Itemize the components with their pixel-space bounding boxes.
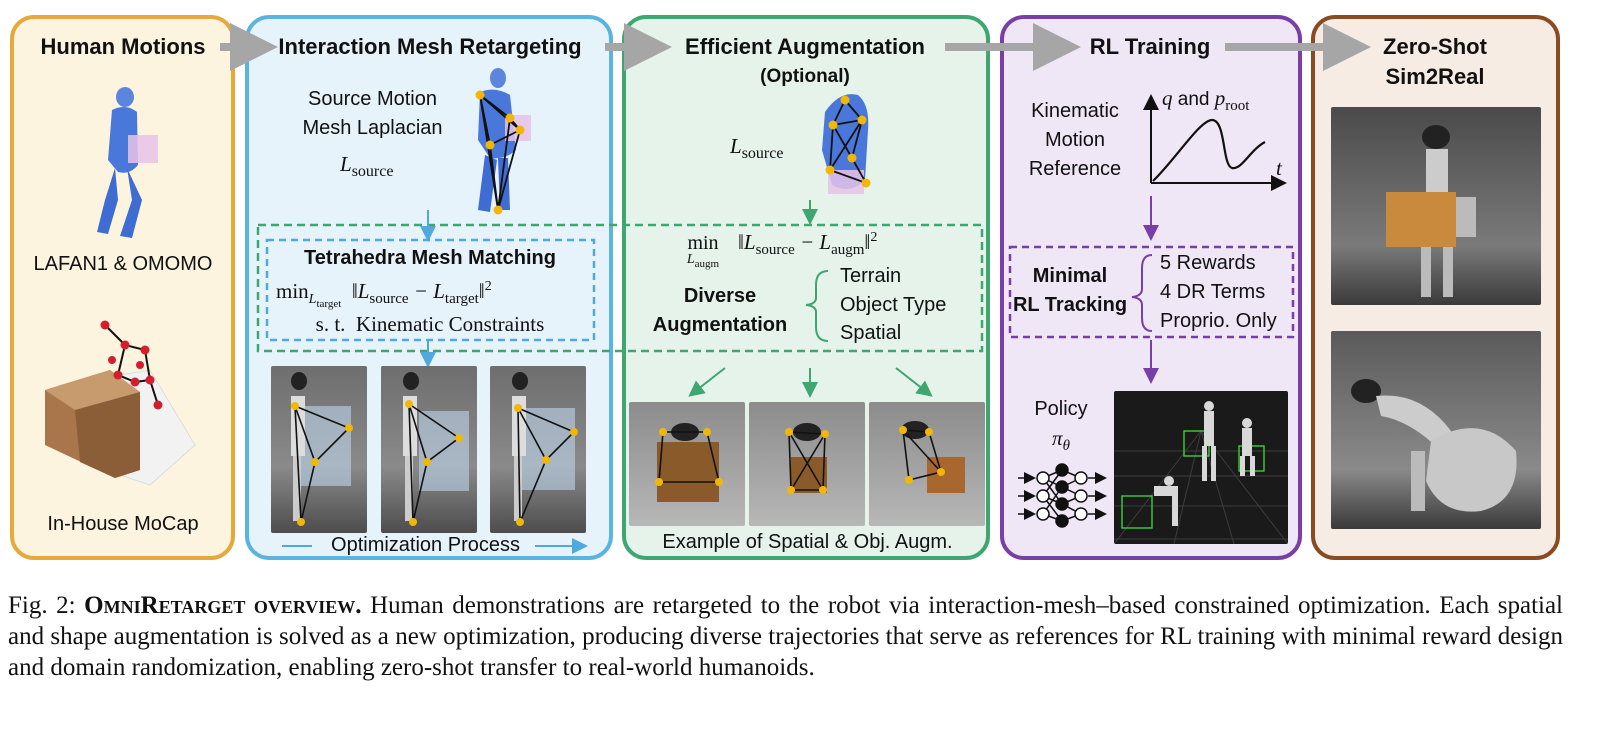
human-motions-title: Human Motions — [40, 34, 206, 59]
augment-min-sub: Laugm — [686, 252, 720, 270]
real-world-photo-2 — [1331, 331, 1541, 529]
rl-simulation-image — [1114, 391, 1288, 544]
source-motion-label: Source Motion — [308, 88, 437, 110]
plot-t-axis: t — [1276, 156, 1282, 180]
minimal-label: Minimal — [1032, 265, 1108, 287]
minimal-brace — [1131, 254, 1153, 332]
figure-caption: Fig. 2: OmniRetarget overview. Human dem… — [8, 590, 1563, 683]
mocap-illustration — [45, 320, 196, 486]
tetrahedra-objective: minLtarget ‖Lsource − Ltarget‖2 — [276, 279, 492, 310]
sim2real-title: Sim2Real — [1385, 64, 1485, 89]
reference-label: Reference — [1028, 158, 1122, 180]
source-mesh-illustration — [475, 68, 531, 215]
option-object-type: Object Type — [840, 294, 947, 316]
option-terrain: Terrain — [840, 265, 902, 287]
kinematic-constraints: s. t. Kinematic Constraints — [315, 312, 545, 336]
reference-curve — [1152, 118, 1266, 182]
caption-body: Human demonstrations are retargeted to t… — [8, 592, 1563, 681]
mocap-label: In-House MoCap — [47, 513, 199, 535]
optimization-frame-1 — [271, 366, 367, 533]
dataset-label: LAFAN1 & OMOMO — [33, 253, 213, 275]
human-figure-illustration — [97, 87, 158, 238]
augmentation-subtitle: (Optional) — [760, 66, 850, 87]
optimization-frame-3 — [490, 366, 586, 533]
mesh-laplacian-label: Mesh Laplacian — [302, 117, 443, 139]
diverse-brace — [805, 270, 829, 342]
augmentation-example-3 — [869, 402, 985, 526]
augmentation-title: Efficient Augmentation — [685, 34, 925, 59]
kinematic-label: Kinematic — [1031, 100, 1119, 122]
minimal-rl-dashed-box — [1008, 245, 1295, 339]
caption-bold-title: OmniRetarget overview. — [84, 592, 362, 619]
plot-legend: q and proot — [1162, 86, 1250, 115]
policy-symbol: πθ — [1052, 426, 1070, 455]
augment-mesh-illustration — [822, 94, 871, 194]
caption-prefix: Fig. 2: — [8, 592, 85, 619]
retargeting-title: Interaction Mesh Retargeting — [278, 34, 582, 59]
augment-l-source: Lsource — [730, 134, 784, 163]
optimization-dashed-box — [256, 223, 984, 353]
real-world-photo-1 — [1331, 107, 1541, 305]
item-dr-terms: 4 DR Terms — [1160, 281, 1266, 303]
augment-objective: ‖Lsource − Laugm‖2 — [738, 230, 878, 259]
augmentation-example-2 — [749, 402, 865, 526]
motion-label: Motion — [1044, 129, 1106, 151]
augmentation-example-label: Example of Spatial & Obj. Augm. — [662, 531, 953, 553]
augmentation-example-1 — [629, 402, 745, 526]
zero-shot-title: Zero-Shot — [1383, 34, 1487, 59]
rl-training-title: RL Training — [1089, 34, 1211, 59]
item-proprio: Proprio. Only — [1160, 310, 1277, 332]
tetra-dashed-box — [265, 238, 596, 342]
diverse-label: Diverse — [683, 285, 757, 307]
augment-min-word: min — [687, 232, 719, 254]
diagram-graphics — [45, 23, 1371, 554]
augmentation-label: Augmentation — [652, 314, 788, 336]
l-source-symbol: Lsource — [340, 152, 394, 181]
rl-tracking-label: RL Tracking — [1012, 294, 1128, 316]
policy-network-icon — [1018, 463, 1107, 528]
optimization-process-label: Optimization Process — [331, 534, 520, 556]
tetrahedra-box-title: Tetrahedra Mesh Matching — [304, 247, 556, 269]
item-rewards: 5 Rewards — [1160, 252, 1256, 274]
option-spatial: Spatial — [840, 322, 902, 344]
policy-label: Policy — [1034, 398, 1088, 420]
optimization-frame-2 — [381, 366, 477, 533]
